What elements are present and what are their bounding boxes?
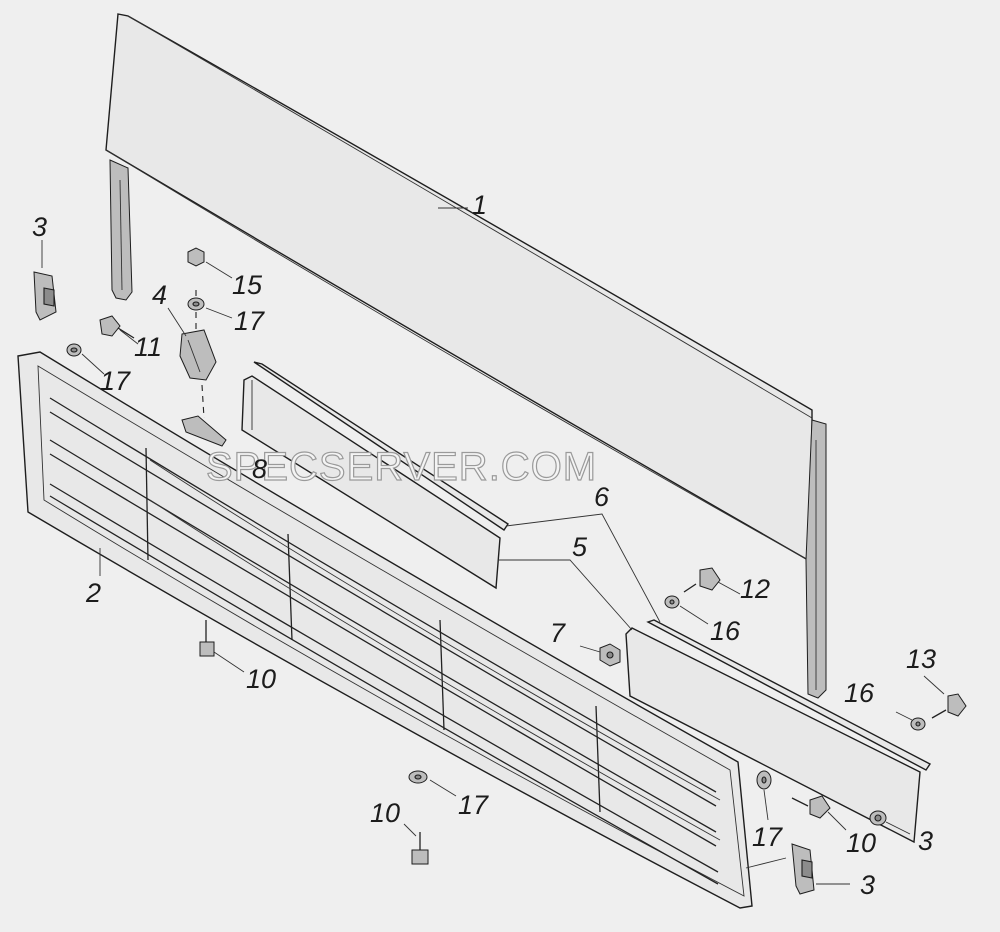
callout-17-top: 17: [234, 306, 265, 336]
callout-8: 8: [252, 454, 267, 484]
callout-10-bottom: 10: [370, 798, 400, 828]
part-16-washer-right: [910, 717, 926, 731]
callout-6: 6: [594, 482, 610, 512]
part-2-grille: [17, 351, 753, 909]
callout-13: 13: [906, 644, 936, 674]
callout-7: 7: [550, 618, 566, 648]
callout-17-bottom: 17: [458, 790, 489, 820]
callout-16-right: 16: [844, 678, 875, 708]
watermark-text: SPECSERVER.COM: [206, 445, 597, 489]
callout-5: 5: [572, 532, 588, 562]
part-16-washer-left: [664, 595, 680, 609]
part-10-bolt-right: [791, 795, 831, 819]
callout-4: 4: [152, 280, 167, 310]
part-5-seal-strip-left: [241, 375, 501, 590]
part-1-top-panel: [105, 13, 827, 699]
callout-10-mid: 10: [246, 664, 276, 694]
part-4-bracket: [179, 329, 217, 381]
part-17-washer-top: [187, 297, 205, 311]
part-12-bolt: [683, 567, 721, 593]
callout-17-right: 17: [752, 822, 783, 852]
part-10-bolt-bottom: [411, 832, 429, 865]
part-6-seal-strip-right: [646, 619, 932, 771]
callout-3-right-nut: 3: [918, 826, 933, 856]
callout-15: 15: [232, 270, 263, 300]
part-8-bracket: [181, 415, 227, 447]
part-10-bolt-mid: [199, 620, 215, 657]
part-13-bolt: [931, 693, 967, 719]
callout-10-right: 10: [846, 828, 876, 858]
part-17-washer-right: [756, 770, 772, 790]
part-17-washer-left: [66, 343, 82, 357]
callout-16-left: 16: [710, 616, 741, 646]
callout-3-bottom-right: 3: [860, 870, 875, 900]
part-7-nut: [599, 643, 621, 667]
part-3-clip-right: [791, 843, 815, 895]
callout-1: 1: [472, 190, 487, 220]
part-15-nut: [187, 247, 205, 267]
part-6-seal-strip-left: [253, 361, 509, 531]
part-3-clip-left: [33, 271, 57, 321]
part-11-bolt: [99, 315, 135, 339]
callout-17-left: 17: [100, 366, 131, 396]
assembly-line-8: [201, 384, 205, 419]
callout-12: 12: [740, 574, 770, 604]
callout-2: 2: [85, 578, 101, 608]
part-3-nut: [869, 810, 887, 826]
leader-lines: [41, 207, 945, 885]
callout-3-top-left: 3: [32, 212, 47, 242]
part-17-washer-bottom: [408, 770, 428, 784]
callout-11: 11: [134, 332, 162, 362]
